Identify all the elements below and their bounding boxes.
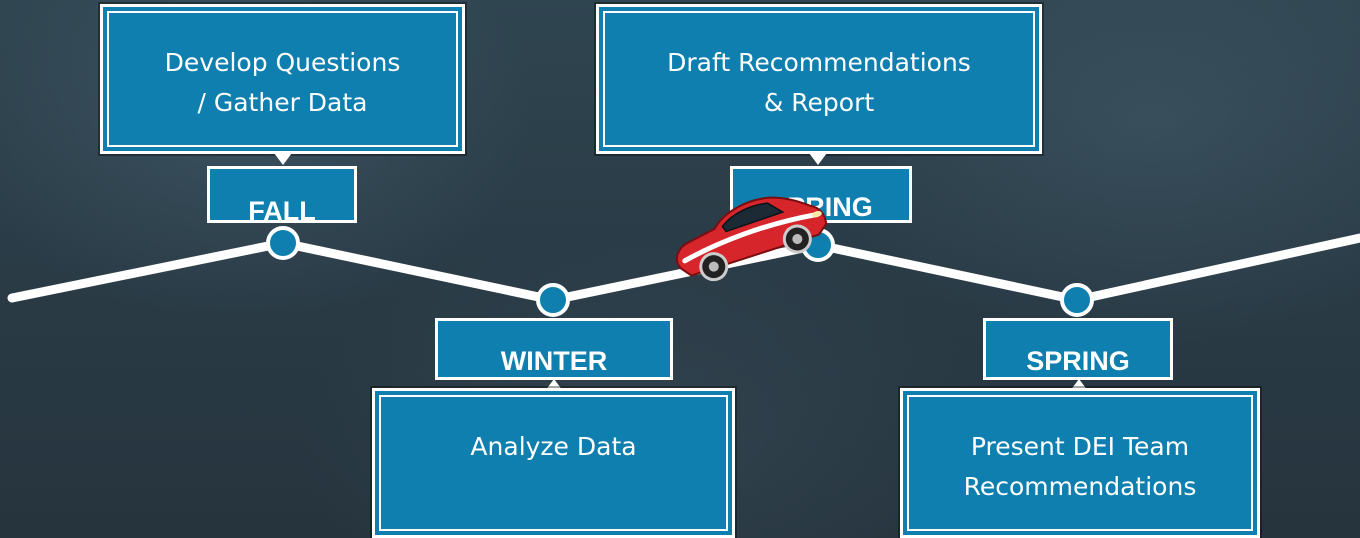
node-spring-present bbox=[1060, 283, 1094, 317]
node-winter bbox=[536, 283, 570, 317]
task-box-spring-draft-pointer bbox=[809, 153, 827, 165]
node-fall bbox=[266, 226, 300, 260]
season-label-winter-text: WINTER bbox=[500, 346, 608, 376]
task-box-spring-draft: Draft Recommendations & Report bbox=[596, 4, 1042, 154]
task-box-spring-draft-line-2: & Report bbox=[763, 88, 875, 117]
task-box-spring-present-line-2: Recommendations bbox=[963, 472, 1197, 501]
season-label-spring-present: SPRING bbox=[983, 318, 1173, 380]
season-label-spring-present-text: SPRING bbox=[1026, 346, 1130, 376]
task-box-fall-line-2: / Gather Data bbox=[197, 88, 368, 117]
task-box-winter: Analyze Data bbox=[372, 388, 735, 538]
season-label-winter: WINTER bbox=[435, 318, 673, 380]
task-box-fall-pointer bbox=[274, 153, 292, 165]
task-box-spring-present-line-1: Present DEI Team bbox=[970, 432, 1190, 461]
task-box-fall-line-1: Develop Questions bbox=[164, 48, 401, 77]
car-icon bbox=[675, 196, 828, 282]
task-box-spring-draft-line-1: Draft Recommendations bbox=[667, 48, 971, 77]
task-box-fall: Develop Questions / Gather Data bbox=[100, 4, 465, 154]
season-label-fall-text: FALL bbox=[248, 196, 316, 226]
task-box-winter-line-1: Analyze Data bbox=[470, 432, 637, 461]
season-label-fall: FALL bbox=[207, 166, 357, 226]
task-box-spring-present: Present DEI Team Recommendations bbox=[900, 388, 1260, 538]
